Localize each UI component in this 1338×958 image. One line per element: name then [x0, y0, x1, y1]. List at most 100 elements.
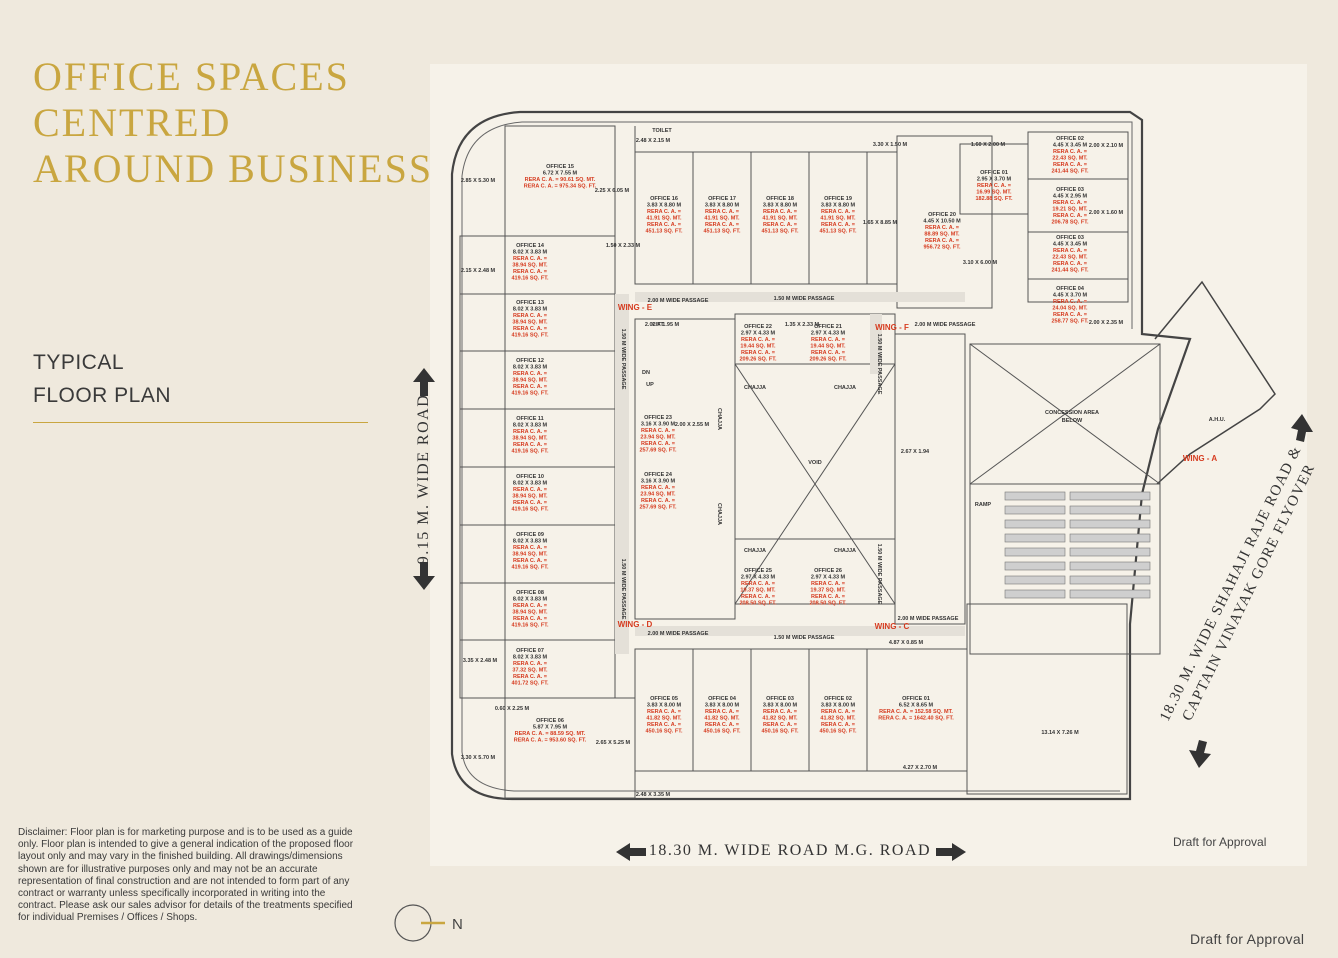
plan-annotation: 2.00 X 2.55 M [675, 422, 710, 428]
office-size: 3.83 X 8.00 M [705, 703, 740, 709]
office-rera-area: RERA C. A. = [821, 209, 855, 215]
arrow-up-right-icon [1291, 414, 1313, 442]
plan-annotation: DN [642, 370, 650, 376]
office-rera-area: RERA C. A. = [763, 209, 797, 215]
office-rera-area: 451.13 SQ. FT. [820, 229, 857, 235]
plan-annotation: 3.10 X 6.00 M [963, 260, 998, 266]
draft-stamp-inner: Draft for Approval [1173, 835, 1267, 849]
office-rera-area: 38.94 SQ. MT. [512, 320, 548, 326]
office-rera-area: RERA C. A. = [811, 594, 845, 600]
office-size: 4.45 X 3.45 M [1053, 242, 1088, 248]
plan-annotation: CHAJJA [716, 503, 722, 525]
office-rera-area: RERA C. A. = [1053, 299, 1087, 305]
bottom-office-grid [634, 603, 1128, 795]
compass: N [394, 904, 463, 942]
office-rera-area: RERA C. A. = [705, 209, 739, 215]
office-size: 2.97 X 4.33 M [741, 575, 776, 581]
office-rera-area: 419.16 SQ. FT. [512, 623, 549, 629]
office-rera-area: RERA C. A. = [647, 722, 681, 728]
subhead-line-1: TYPICAL [33, 351, 125, 374]
plan-annotation: 2.48 X 3.35 M [636, 792, 671, 798]
passage-label: 2.00 M WIDE PASSAGE [915, 322, 976, 328]
arrow-right-icon [936, 843, 966, 861]
office-rera-area: 41.91 SQ. MT. [820, 216, 856, 222]
office-name: OFFICE 02 [1056, 136, 1084, 142]
office-size: 4.45 X 2.95 M [1053, 194, 1088, 200]
office-name: OFFICE 19 [824, 196, 852, 202]
office-rera-area: 41.82 SQ. MT. [646, 716, 682, 722]
plan-annotation: 2.67 X 1.94 [901, 449, 930, 455]
office-rera-area: 257.69 SQ. FT. [640, 448, 677, 454]
office-rera-area: RERA C. A. = [741, 581, 775, 587]
office-size: 4.45 X 10.50 M [923, 219, 961, 225]
office-rera-area: 19.44 SQ. MT. [810, 344, 846, 350]
office-size: 3.16 X 3.90 M [641, 422, 676, 428]
headline-line-3: AROUND BUSINESS [33, 146, 434, 191]
office-rera-area: 208.50 SQ. FT. [740, 601, 777, 607]
office-rera-area: RERA C. A. = 975.34 SQ. FT. [524, 184, 597, 190]
office-rera-area: RERA C. A. = [513, 384, 547, 390]
office-name: OFFICE 08 [516, 590, 544, 596]
office-rera-area: RERA C. A. = [641, 485, 675, 491]
office-name: OFFICE 17 [708, 196, 736, 202]
passage-label: 1.50 M WIDE PASSAGE [774, 296, 835, 302]
plan-annotation: CHAJJA [716, 408, 722, 430]
office-rera-area: RERA C. A. = [1053, 312, 1087, 318]
building-outline [450, 110, 1192, 801]
office-size: 6.72 X 7.55 M [543, 171, 578, 177]
office-rera-area: RERA C. A. = [513, 545, 547, 551]
office-rera-area: 38.94 SQ. MT. [512, 378, 548, 384]
top-office-grid [634, 126, 1129, 309]
office-rera-area: RERA C. A. = [705, 709, 739, 715]
office-rera-area: RERA C. A. = [513, 661, 547, 667]
office-rera-area: RERA C. A. = 953.60 SQ. FT. [514, 738, 587, 744]
office-rera-area: 241.44 SQ. FT. [1052, 169, 1089, 175]
office-rera-area: 22.43 SQ. MT. [1052, 156, 1088, 162]
office-size: 3.83 X 8.80 M [821, 203, 856, 209]
office-rera-area: RERA C. A. = [925, 225, 959, 231]
office-rera-area: RERA C. A. = [513, 429, 547, 435]
plan-annotation: CHAJJA [834, 385, 856, 391]
office-rera-area: RERA C. A. = [647, 222, 681, 228]
office-size: 3.83 X 8.80 M [763, 203, 798, 209]
plan-annotation: 3.30 X 5.70 M [461, 755, 496, 761]
plan-annotation: CONCESSION AREA [1045, 410, 1099, 416]
plan-annotation: 2.65 X 5.25 M [596, 740, 631, 746]
road-arrow-left [413, 368, 435, 590]
office-rera-area: 23.94 SQ. MT. [640, 492, 676, 498]
office-rera-area: 956.72 SQ. FT. [924, 245, 961, 251]
plan-annotation: 4.27 X 2.70 M [903, 765, 938, 771]
office-rera-area: RERA C. A. = 152.58 SQ. MT. [879, 709, 953, 715]
office-rera-area: RERA C. A. = [763, 722, 797, 728]
office-rera-area: RERA C. A. = [513, 269, 547, 275]
office-rera-area: 401.72 SQ. FT. [512, 681, 549, 687]
office-rera-area: RERA C. A. = [925, 238, 959, 244]
office-rera-area: RERA C. A. = [513, 371, 547, 377]
office-rera-area: RERA C. A. = [641, 441, 675, 447]
office-rera-area: RERA C. A. = [641, 498, 675, 504]
plan-annotation: CHAJJA [744, 548, 766, 554]
office-rera-area: RERA C. A. = [513, 616, 547, 622]
office-name: OFFICE 03 [1056, 187, 1084, 193]
office-size: 8.02 X 3.83 M [513, 597, 548, 603]
office-rera-area: RERA C. A. = [763, 709, 797, 715]
office-size: 3.83 X 8.00 M [821, 703, 856, 709]
passage-strips [615, 292, 965, 654]
office-rera-area: 23.94 SQ. MT. [640, 435, 676, 441]
office-rera-area: 241.44 SQ. FT. [1052, 268, 1089, 274]
plan-annotation: 3.30 X 1.50 M [873, 142, 908, 148]
office-rera-area: RERA C. A. = [513, 326, 547, 332]
office-rera-area: RERA C. A. = [513, 558, 547, 564]
office-rera-area: 450.16 SQ. FT. [704, 729, 741, 735]
office-rera-area: RERA C. A. = [763, 222, 797, 228]
office-rera-area: 206.78 SQ. FT. [1052, 220, 1089, 226]
passage-label: 2.00 M WIDE PASSAGE [898, 616, 959, 622]
office-size: 8.02 X 3.83 M [513, 481, 548, 487]
plan-annotation: VOID [808, 460, 821, 466]
plan-annotation: 2.15 X 2.48 M [461, 268, 496, 274]
plan-annotation: BELOW [1062, 418, 1083, 424]
office-rera-area: 41.91 SQ. MT. [704, 216, 740, 222]
plan-annotation: TOILET [652, 128, 672, 134]
office-name: OFFICE 11 [516, 416, 544, 422]
